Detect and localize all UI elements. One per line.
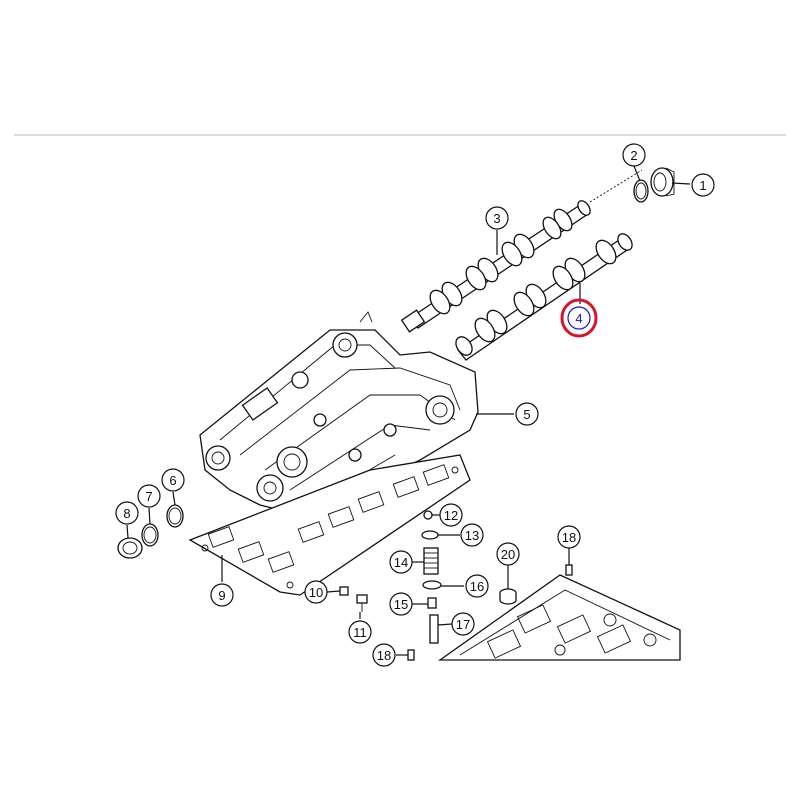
callout-circle (515, 402, 539, 426)
callout-13[interactable]: 13 (460, 523, 484, 547)
callout-number: 8 (123, 506, 130, 521)
callout-circle (389, 550, 413, 574)
selected-part-highlight (560, 298, 598, 338)
callout-number: 2 (630, 148, 637, 163)
callout-number: 16 (470, 579, 484, 594)
callout-number: 5 (523, 407, 530, 422)
callout-circle (348, 620, 372, 644)
callout-3[interactable]: 3 (485, 206, 509, 230)
callout-number: 11 (353, 625, 367, 640)
plug-20[interactable] (499, 588, 517, 605)
callout-circle (496, 542, 520, 566)
callout-number: 6 (169, 473, 176, 488)
valve-spring[interactable] (423, 547, 439, 575)
callout-circle (465, 574, 489, 598)
callout-1[interactable]: 1 (691, 173, 715, 197)
callout-circle (210, 583, 234, 607)
callout-circle (304, 580, 328, 604)
callout-circle (557, 525, 581, 549)
callout-14[interactable]: 14 (389, 550, 413, 574)
seal-ring-6[interactable] (166, 504, 184, 528)
callout-20[interactable]: 20 (496, 542, 520, 566)
camshaft-upper[interactable] (400, 199, 593, 333)
leader-lines (126, 165, 691, 656)
cylinder-head[interactable] (437, 574, 681, 661)
callout-circle (567, 306, 591, 330)
callout-number: 10 (309, 585, 323, 600)
callout-16[interactable]: 16 (465, 574, 489, 598)
callout-circle (439, 503, 463, 527)
callout-15[interactable]: 15 (389, 592, 413, 616)
bolt-11[interactable] (356, 594, 368, 612)
callout-number: 20 (501, 547, 515, 562)
callout-circle (137, 484, 161, 508)
callout-12[interactable]: 12 (439, 503, 463, 527)
callout-circle (115, 501, 139, 525)
cap-plug[interactable] (650, 167, 675, 197)
callout-number: 18 (562, 530, 576, 545)
callout-number: 1 (699, 178, 706, 193)
seal-ring-7[interactable] (141, 523, 159, 547)
callout-2[interactable]: 2 (622, 143, 646, 167)
bolt-10[interactable] (339, 586, 349, 596)
callout-circle (389, 592, 413, 616)
callout-17[interactable]: 17 (451, 612, 475, 636)
callout-18b[interactable]: 18 (557, 525, 581, 549)
seal-ring-upper[interactable] (633, 179, 649, 203)
callout-circle (485, 206, 509, 230)
callout-6[interactable]: 6 (161, 468, 185, 492)
valve-spring-seat[interactable] (422, 580, 442, 590)
callout-circle (372, 643, 396, 667)
callout-circle (622, 143, 646, 167)
callout-number: 14 (394, 555, 408, 570)
valve-stem-seal[interactable] (427, 597, 437, 609)
callout-circle (460, 523, 484, 547)
dowel-pin-right[interactable] (565, 564, 573, 576)
valve-keeper[interactable] (423, 510, 433, 520)
callout-number: 13 (465, 528, 479, 543)
callout-10[interactable]: 10 (304, 580, 328, 604)
valve-retainer[interactable] (421, 530, 439, 540)
callout-number: 4 (575, 311, 582, 326)
callout-18a[interactable]: 18 (372, 643, 396, 667)
callout-number: 3 (493, 211, 500, 226)
callout-11[interactable]: 11 (348, 620, 372, 644)
camshaft-lower[interactable] (453, 231, 635, 361)
callout-number: 15 (394, 597, 408, 612)
callout-4[interactable]: 4 (567, 306, 591, 330)
callout-5[interactable]: 5 (515, 402, 539, 426)
dowel-pin-left[interactable] (407, 649, 415, 661)
callout-circle (691, 173, 715, 197)
callout-circle (451, 612, 475, 636)
callout-circle (161, 468, 185, 492)
cylinder-head-gasket[interactable] (188, 454, 471, 596)
callout-number: 12 (444, 508, 458, 523)
callout-number: 7 (145, 489, 152, 504)
valve-guide[interactable] (429, 614, 439, 644)
oil-seal-8[interactable] (117, 537, 143, 559)
callout-8[interactable]: 8 (115, 501, 139, 525)
callout-number: 9 (218, 588, 225, 603)
callout-7[interactable]: 7 (137, 484, 161, 508)
callout-number: 17 (456, 617, 470, 632)
callout-number: 18 (377, 648, 391, 663)
callout-9[interactable]: 9 (210, 583, 234, 607)
